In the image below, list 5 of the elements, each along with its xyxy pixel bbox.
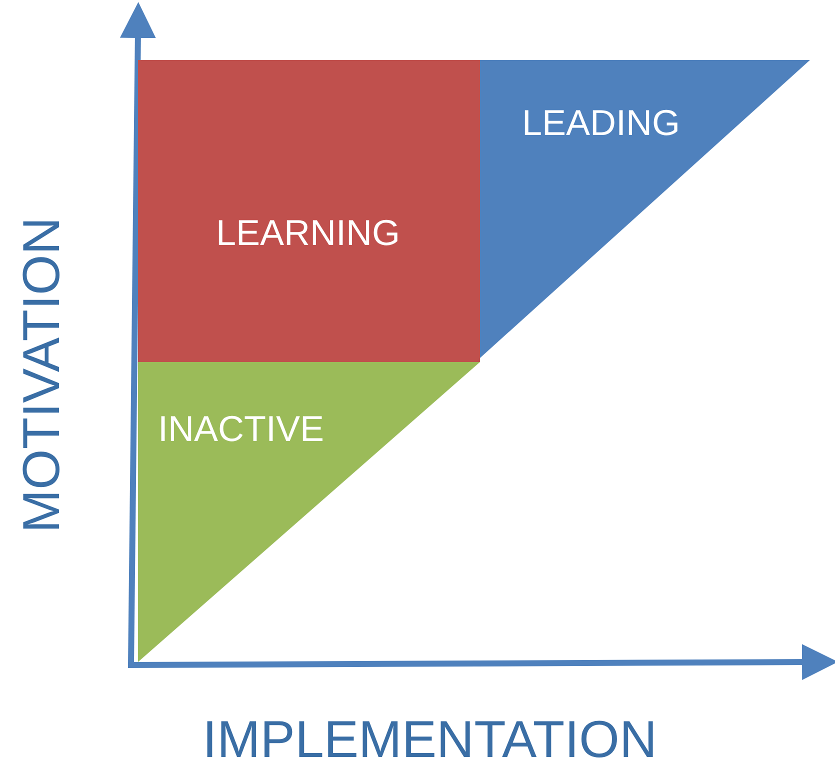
- region-label: LEADING: [522, 102, 680, 144]
- axis-title: MOTIVATION: [12, 217, 72, 533]
- region-label: LEARNING: [216, 212, 400, 254]
- region-label: INACTIVE: [158, 408, 324, 450]
- axis-title: IMPLEMENTATION: [202, 710, 658, 765]
